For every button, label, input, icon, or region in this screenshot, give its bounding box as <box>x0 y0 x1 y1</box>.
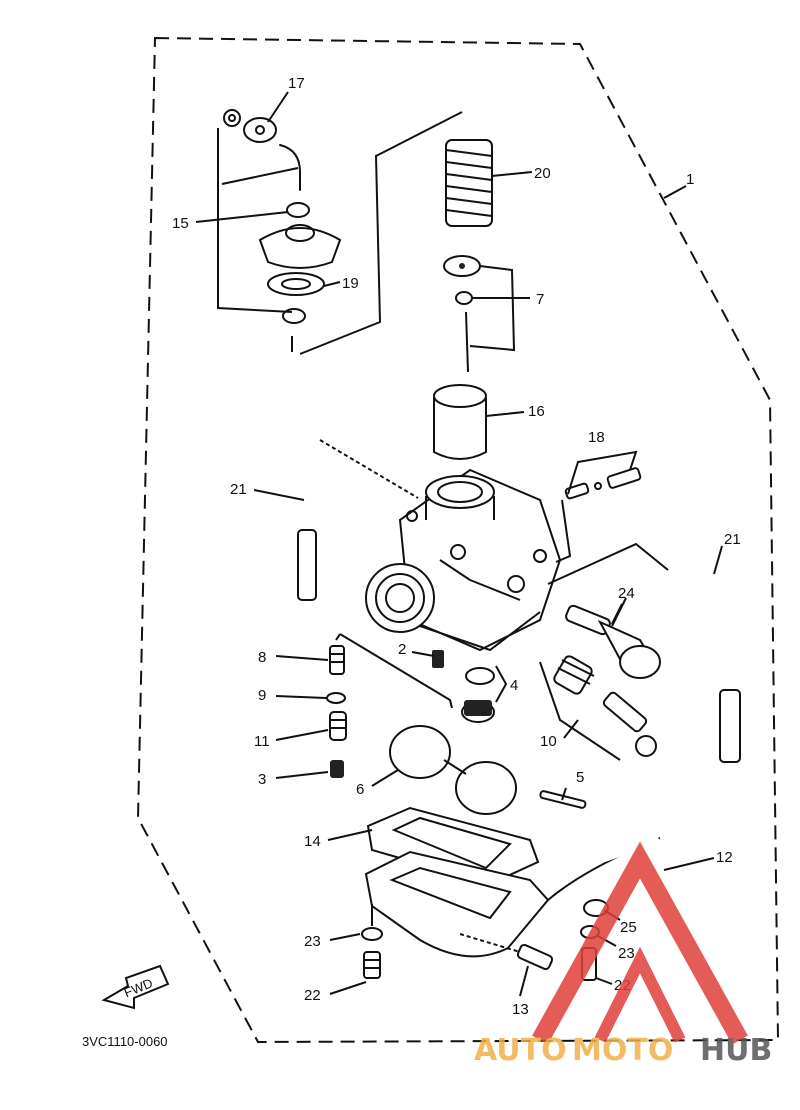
float-assembly <box>389 725 587 815</box>
callout-8: 8 <box>258 649 266 666</box>
callout-7: 7 <box>536 291 544 308</box>
callout-5: 5 <box>576 769 584 786</box>
leader-frame-top <box>299 111 463 355</box>
callout-21-right: 21 <box>724 531 741 548</box>
callout-15: 15 <box>172 215 189 232</box>
callout-3: 3 <box>258 771 266 788</box>
callout-22-left: 22 <box>304 987 321 1004</box>
callout-23-right: 23 <box>618 945 635 962</box>
pilot-air-screw <box>555 450 642 563</box>
callout-12: 12 <box>716 849 733 866</box>
callout-14: 14 <box>304 833 321 850</box>
watermark-logo: AUTO MOTO HUB <box>474 841 772 1068</box>
drawing-code: 3VC1110-0060 <box>82 1034 168 1049</box>
throttle-valve <box>433 384 487 460</box>
watermark-hub: HUB <box>700 1033 772 1068</box>
callout-labels: 17 20 1 15 19 7 16 18 21 21 24 8 2 4 9 1… <box>172 75 741 1018</box>
float-chamber-gasket <box>366 806 540 886</box>
right-vent-hose <box>547 542 741 763</box>
callout-11: 11 <box>254 733 270 750</box>
callout-10: 10 <box>540 733 557 750</box>
jet-parts-left <box>326 633 508 778</box>
callout-17: 17 <box>288 75 305 92</box>
watermark-moto: MOTO <box>572 1033 673 1068</box>
assembly-boundary <box>136 36 780 1044</box>
callout-20: 20 <box>534 165 551 182</box>
callout-4: 4 <box>510 677 518 694</box>
carburetor-body <box>365 468 562 652</box>
watermark-auto: AUTO <box>474 1033 567 1068</box>
callout-1: 1 <box>686 171 694 188</box>
left-vent-hose <box>276 418 419 601</box>
throttle-stop-screw <box>539 655 657 761</box>
fwd-arrow-badge: FWD <box>101 964 170 1010</box>
starter-plunger <box>565 597 661 679</box>
callout-19: 19 <box>342 275 359 292</box>
callout-2: 2 <box>398 641 406 658</box>
watermark-triangle <box>532 841 748 1045</box>
callout-18: 18 <box>588 429 605 446</box>
callout-9: 9 <box>258 687 266 704</box>
callout-25: 25 <box>620 919 637 936</box>
callout-23-left: 23 <box>304 933 321 950</box>
jet-needle-group <box>443 255 516 373</box>
callout-21-left: 21 <box>230 481 247 498</box>
callout-13: 13 <box>512 1001 529 1018</box>
callout-24: 24 <box>618 585 635 602</box>
top-cap-group <box>217 109 342 352</box>
leader-lines <box>195 91 723 997</box>
callout-6: 6 <box>356 781 364 798</box>
throttle-spring <box>445 139 493 227</box>
callout-16: 16 <box>528 403 545 420</box>
